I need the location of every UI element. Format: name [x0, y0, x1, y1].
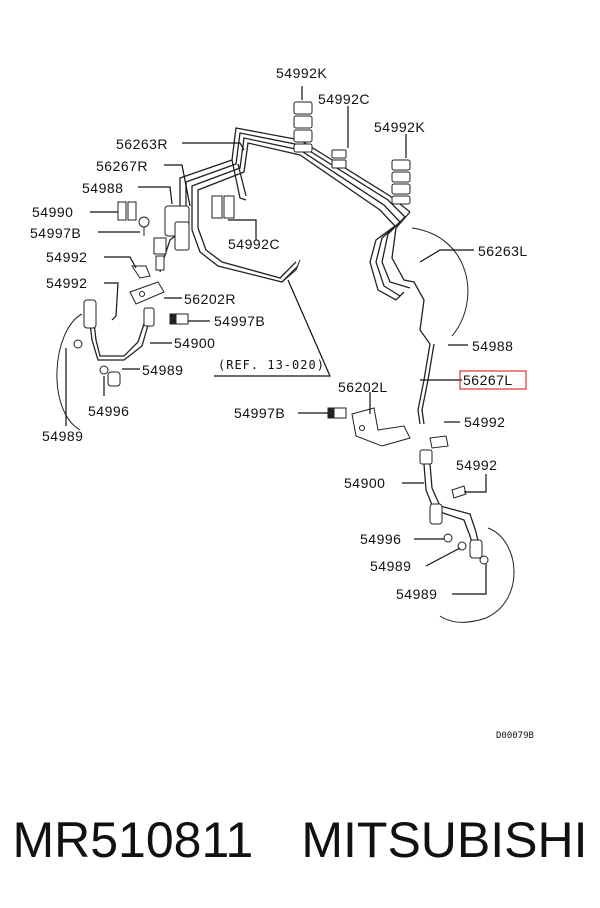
left-wheel-assembly-icon [56, 299, 155, 431]
clip-54992K-right-icon [391, 159, 411, 205]
label-54997B-low: 54997B [234, 405, 285, 421]
label-56263R: 56263R [116, 136, 168, 152]
label-54992K-right: 54992K [374, 119, 425, 135]
part-labels: 54992K 54992C 54992K 56263R 56267R 54988… [30, 65, 534, 741]
label-56263L: 56263L [478, 243, 528, 259]
brand-name: MITSUBISHI [301, 812, 588, 868]
label-54997B-mid: 54997B [214, 313, 265, 329]
junction-block-left-icon [153, 195, 235, 271]
label-56267L: 56267L [463, 372, 513, 388]
label-56267R: 56267R [96, 158, 148, 174]
bolt-54997B-mid-icon [169, 313, 189, 325]
clip-54992-right1-icon [429, 435, 449, 449]
label-54992-right2: 54992 [456, 457, 497, 473]
clip-54990-icon [117, 201, 137, 221]
clip-54992-a-icon [131, 265, 151, 279]
label-54996-left: 54996 [88, 403, 129, 419]
clip-54992K-top-icon [293, 101, 313, 153]
label-54989-right2: 54989 [396, 586, 437, 602]
brake-line-diagram: 54992K 54992C 54992K 56263R 56267R 54988… [30, 65, 534, 741]
label-ref: (REF. 13-020) [218, 358, 325, 372]
label-56202R: 56202R [184, 291, 236, 307]
label-54989-mid: 54989 [142, 362, 183, 378]
label-54992K-top: 54992K [276, 65, 327, 81]
main-pipe-bundle [179, 127, 431, 345]
label-54989-right1: 54989 [370, 558, 411, 574]
bolt-54997B-low-icon [327, 407, 347, 419]
right-hose-assembly-icon [419, 449, 489, 565]
label-54900-right: 54900 [344, 475, 385, 491]
part-number: MR510811 [12, 812, 254, 868]
drawing-code: D00079B [496, 731, 534, 741]
label-54992-b: 54992 [46, 275, 87, 291]
label-54997B-left: 54997B [30, 225, 81, 241]
label-54992-a: 54992 [46, 249, 87, 265]
label-54992C-mid: 54992C [228, 236, 280, 252]
right-wheel-disc-icon [411, 227, 515, 623]
clip-54992C-top-icon [331, 149, 347, 169]
label-54988-right: 54988 [472, 338, 513, 354]
label-54992C-top: 54992C [318, 91, 370, 107]
highlight-box-56267L [459, 370, 527, 390]
label-54996-right: 54996 [360, 531, 401, 547]
label-54988-left: 54988 [82, 180, 123, 196]
label-54992-right1: 54992 [464, 414, 505, 430]
bolt-54997B-left-icon [138, 216, 150, 236]
bracket-56202L-icon [351, 407, 411, 447]
label-54900-left: 54900 [174, 335, 215, 351]
label-56202L: 56202L [338, 379, 388, 395]
footer: MR510811 MITSUBISHI [0, 800, 600, 880]
label-54989-left: 54989 [42, 428, 83, 444]
bracket-56202R-icon [129, 281, 165, 305]
leader-lines [65, 86, 487, 595]
pipe-56267L-icon [417, 343, 435, 425]
label-54990: 54990 [32, 204, 73, 220]
